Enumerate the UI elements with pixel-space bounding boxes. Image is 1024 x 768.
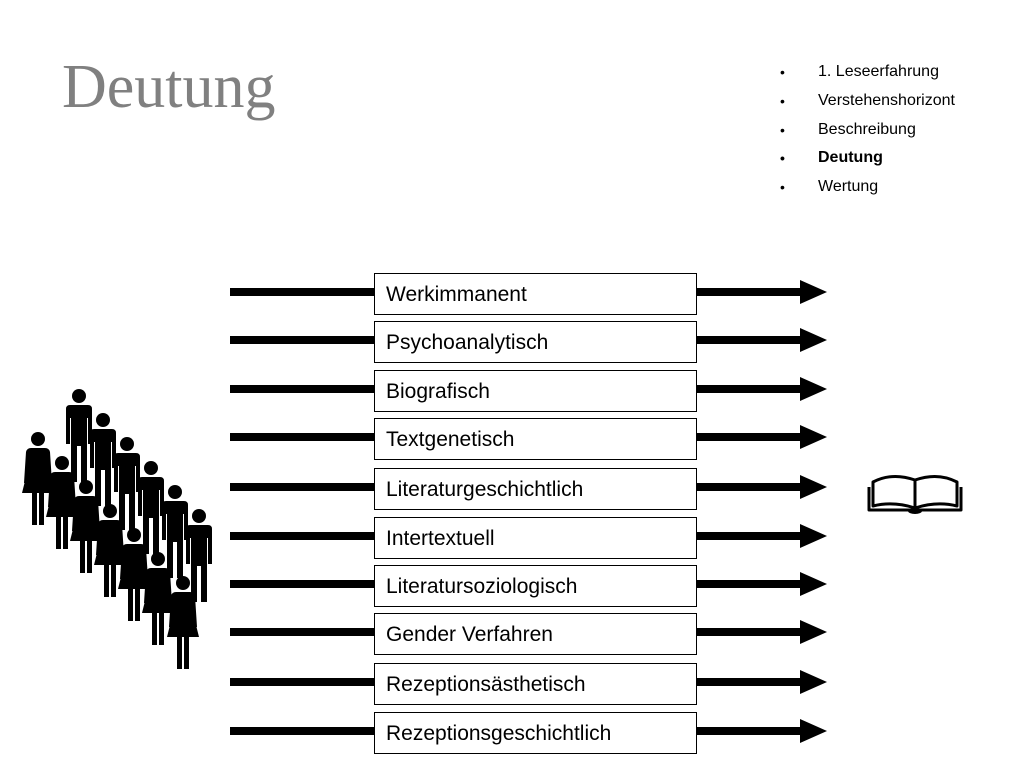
outline-list: • 1. Leseerfahrung • Verstehenshorizont • B… [780,58,955,202]
method-row: Biografisch [0,370,1024,414]
arrow-line [230,580,375,588]
method-box: Rezeptionsgeschichtlich [374,712,697,754]
bullet-icon: • [780,92,785,109]
outline-item-label: Wertung [818,178,879,196]
method-row: Intertextuell [0,517,1024,561]
arrowhead-icon [800,425,827,449]
method-box: Psychoanalytisch [374,321,697,363]
outline-item: • Verstehenshorizont [780,87,955,116]
method-box: Gender Verfahren [374,613,697,655]
outline-item: • 1. Leseerfahrung [780,58,955,87]
method-box: Literaturgeschichtlich [374,468,697,510]
outline-item-label: Deutung [818,149,883,167]
arrowhead-icon [800,280,827,304]
outline-item: • Wertung [780,173,955,202]
method-row: Literatursoziologisch [0,565,1024,609]
arrow-line [230,385,375,393]
bullet-icon: • [780,121,785,138]
method-row: Textgenetisch [0,418,1024,462]
crowd-of-people-icon [22,389,212,669]
arrowhead-icon [800,719,827,743]
arrow-line [697,580,807,588]
arrowhead-icon [800,328,827,352]
bullet-icon: • [780,64,785,80]
arrow-line [697,678,807,686]
arrow-line [697,288,807,296]
arrow-line [230,727,375,735]
arrow-line [697,385,807,393]
outline-item-label: Beschreibung [818,120,916,138]
arrow-line [697,433,807,441]
method-box: Textgenetisch [374,418,697,460]
slide-title: Deutung [62,53,276,121]
arrow-line [230,336,375,344]
arrow-line [697,628,807,636]
arrowhead-icon [800,620,827,644]
bullet-icon: • [780,179,785,196]
arrow-line [697,336,807,344]
outline-item-label: Verstehenshorizont [818,91,955,109]
method-row: Rezeptionsgeschichtlich [0,712,1024,756]
arrowhead-icon [800,670,827,694]
arrowhead-icon [800,524,827,548]
arrow-line [230,678,375,686]
bullet-icon: • [780,150,785,167]
arrow-line [230,532,375,540]
arrow-line [697,483,807,491]
method-box: Werkimmanent [374,273,697,315]
arrowhead-icon [800,377,827,401]
outline-item-label: 1. Leseerfahrung [818,63,939,80]
open-book-icon [867,475,963,514]
method-box: Intertextuell [374,517,697,559]
outline-item-active: • Deutung [780,144,955,173]
arrowhead-icon [800,572,827,596]
arrowhead-icon [800,475,827,499]
arrow-line [230,288,375,296]
method-box: Biografisch [374,370,697,412]
arrow-line [230,483,375,491]
arrow-line [697,532,807,540]
method-row: Rezeptionsästhetisch [0,663,1024,707]
arrow-line [230,628,375,636]
method-row: Psychoanalytisch [0,321,1024,365]
method-box: Rezeptionsästhetisch [374,663,697,705]
method-row: Werkimmanent [0,273,1024,317]
method-row: Gender Verfahren [0,613,1024,657]
method-row: Literaturgeschichtlich [0,468,1024,512]
method-box: Literatursoziologisch [374,565,697,607]
arrow-line [697,727,807,735]
outline-item: • Beschreibung [780,116,955,145]
arrow-line [230,433,375,441]
